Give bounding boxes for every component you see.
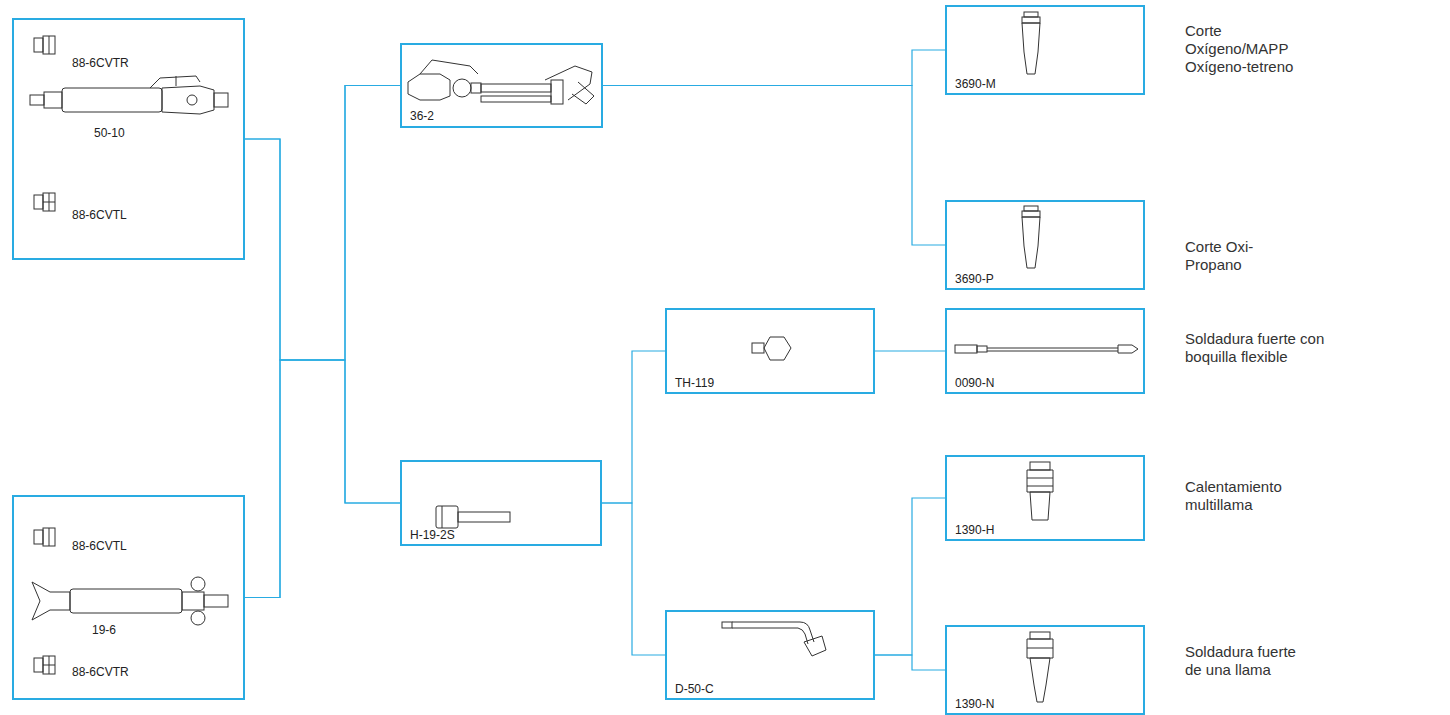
part-box: 0090-N (945, 308, 1145, 394)
torch-group-box: 88-6CVTR 50-10 88-6CVTL (12, 18, 245, 260)
connector-line (602, 503, 665, 655)
part-number: 36-2 (410, 109, 434, 123)
connector-line (245, 139, 400, 503)
torch-handle-50-10 (30, 76, 228, 114)
part-box: 1390-N (945, 625, 1145, 715)
connector-line (875, 655, 945, 670)
part-number: 88-6CVTR (72, 665, 129, 679)
part-box: 36-2 (400, 43, 603, 128)
part-number: TH-119 (675, 376, 714, 390)
process-label: Calentamiento multillama (1185, 478, 1305, 514)
single-flame-tip (1027, 632, 1053, 702)
part-number: 1390-H (955, 523, 994, 537)
hex-adapter (752, 337, 791, 360)
cutting-tip (1022, 12, 1040, 74)
connector-line (602, 351, 665, 503)
connector-line (875, 350, 945, 351)
mixer-icon (436, 506, 510, 528)
process-label: Soldadura fuerte con boquilla flexible (1185, 330, 1345, 366)
part-number: H-19-2S (410, 528, 455, 542)
part-number: 88-6CVTL (72, 208, 127, 222)
part-number: 0090-N (955, 376, 994, 390)
part-box: 1390-H (945, 455, 1145, 541)
part-number: 19-6 (92, 623, 116, 637)
process-label: Soldadura fuerte de una llama (1185, 643, 1305, 679)
cutting-attachment (408, 60, 594, 104)
process-label: Corte Oxi-Propano (1185, 238, 1280, 274)
part-number: 3690-M (955, 77, 996, 91)
multiflame-tip (1027, 462, 1053, 520)
part-number: 88-6CVTR (72, 56, 129, 70)
connector-line (603, 86, 945, 246)
connector-line (245, 86, 400, 598)
process-label: Corte Oxígeno/MAPP Oxígeno-tetreno (1185, 22, 1310, 76)
coupler-icon (34, 193, 55, 211)
connector-line (245, 360, 400, 598)
torch-group-box: 88-6CVTL 19-6 88-6CVTR (12, 495, 245, 700)
part-box: TH-119 (665, 308, 875, 394)
torch-handle-19-6 (32, 577, 228, 625)
part-box: 3690-P (945, 200, 1145, 290)
part-box: D-50-C (665, 610, 875, 700)
part-box: 3690-M (945, 5, 1145, 95)
part-number: 88-6CVTL (72, 539, 127, 553)
part-number: 50-10 (94, 126, 125, 140)
coupler-icon (34, 656, 55, 674)
connector-line (875, 498, 945, 655)
connector-line (245, 86, 400, 361)
flexible-tip (955, 345, 1138, 353)
connector-line (603, 50, 945, 86)
part-number: 3690-P (955, 272, 994, 286)
cutting-tip (1022, 206, 1040, 268)
part-number: D-50-C (675, 682, 714, 696)
bent-extension (722, 622, 826, 656)
coupler-icon (34, 36, 55, 54)
coupler-icon (34, 528, 55, 546)
part-number: 1390-N (955, 697, 994, 711)
part-box: H-19-2S (400, 460, 602, 546)
